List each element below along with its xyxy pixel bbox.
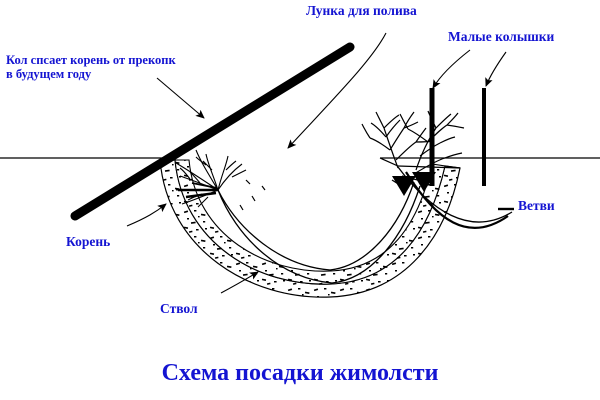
- label-watering-basin: Лунка для полива: [306, 3, 417, 18]
- label-trunk: Ствол: [160, 301, 198, 316]
- label-root: Корень: [66, 234, 111, 249]
- diagonal-stake: [70, 42, 355, 221]
- label-small-stakes: Малые колышки: [448, 29, 555, 44]
- leader-root: [126, 203, 167, 227]
- leader-trunk: [220, 271, 259, 294]
- vertical-stakes: [429, 88, 486, 186]
- planting-depth-arrows: [392, 172, 436, 196]
- root-mass: [175, 149, 266, 211]
- label-stake-note-line2: в будущем году: [6, 67, 92, 82]
- trunk-lines: [217, 181, 421, 284]
- figure-title: Схема посадки жимолсти: [161, 360, 439, 386]
- label-stake-note-line1: Кол спсает корень от прекопк: [6, 53, 176, 67]
- label-stake-note: Кол спсает корень от прекопк в будущем г…: [6, 53, 176, 82]
- leader-watering-basin: [287, 32, 387, 149]
- leader-small-stake-left: [432, 49, 471, 89]
- label-branches: Ветви: [518, 198, 555, 213]
- leader-stake-note: [156, 77, 205, 119]
- leader-small-stake-right: [485, 51, 507, 87]
